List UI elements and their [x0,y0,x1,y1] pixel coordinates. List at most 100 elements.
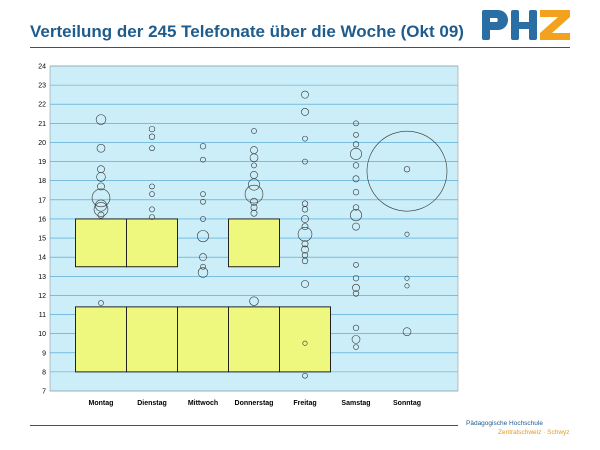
footer-location: Zentralschweiz · Schwyz [498,429,570,436]
bubble [250,197,258,206]
bubble [199,143,207,150]
bubble [301,215,309,223]
y-tick-label: 22 [38,102,46,109]
bubble [149,206,155,213]
bubble [301,108,309,116]
bubble [403,166,411,173]
y-tick-label: 21 [38,121,46,128]
x-tick-label: Freitag [293,400,316,407]
bubble [249,153,259,163]
bubble [200,263,206,270]
bubble [91,188,111,208]
time-box [177,306,229,373]
bubble [302,340,308,346]
bubble [148,125,156,133]
bubble [97,211,105,219]
phz-logo [482,10,570,40]
x-tick-label: Mittwoch [188,400,218,407]
bubble [251,162,257,169]
y-tick-label: 19 [38,159,46,166]
y-tick-label: 15 [38,236,46,243]
bubble [250,204,258,211]
bubble [200,156,206,163]
bubble [97,165,105,174]
time-box [279,306,331,373]
y-tick-label: 11 [39,312,46,319]
bubble [96,143,106,153]
bubble [404,275,410,281]
bubble [297,227,313,242]
time-box [228,218,280,268]
y-tick-label: 9 [42,350,46,357]
bubble [149,183,155,190]
bubble [200,191,206,197]
bubble [402,327,412,337]
y-tick-label: 10 [38,331,46,338]
boxes [75,218,331,373]
x-tick-label: Dienstag [137,400,167,407]
y-tick-label: 8 [42,369,46,376]
bubble [366,130,448,212]
bubble [199,253,207,262]
bubble [352,324,360,332]
bubbles [91,90,448,379]
bubble [404,231,410,237]
bubble [149,214,155,220]
bubble [97,182,105,191]
bubble [352,222,360,231]
bubble [404,283,410,289]
bubble [352,162,360,169]
y-tick-label: 14 [38,255,46,262]
bubble [200,198,206,205]
bubble [249,296,259,306]
x-tick-label: Donnerstag [235,400,274,407]
y-tick-label: 13 [38,274,46,281]
x-tick-label: Sonntag [393,400,421,407]
bubble [301,257,309,265]
bubble [93,202,109,217]
logo-p-icon [482,10,508,40]
bubble [200,216,206,222]
slide-title: Verteilung der 245 Telefonate über die W… [30,22,464,41]
bubble [98,300,104,306]
bubble [197,230,209,243]
bubble [149,191,155,197]
plot-frame [49,65,459,392]
bubble [302,372,308,379]
bubble [352,204,360,211]
bubble [95,114,107,125]
y-tick-label: 24 [38,64,46,71]
y-tick-label: 17 [38,197,46,204]
x-tick-label: Samstag [341,400,370,407]
bubble [302,158,308,165]
bubble [353,261,359,268]
bubble [352,283,360,292]
time-box [75,306,127,373]
bubble [301,90,309,99]
y-tick-label: 18 [38,178,46,185]
bubble [248,178,260,191]
footer-institution: Pädagogische Hochschule [466,420,543,427]
bubble [301,240,309,248]
bubble [350,147,362,160]
y-tick-label: 23 [38,83,46,90]
bubble [251,128,257,134]
bubble [352,175,360,183]
logo-h-icon [511,10,537,40]
bubble [148,133,156,140]
bubble [301,245,309,254]
bubble [149,145,155,152]
time-box [228,306,280,373]
bubble [352,189,360,196]
bubble [301,280,309,288]
bubble [353,344,359,350]
logo-z-icon [540,10,570,40]
bubble [301,223,309,230]
bubble [96,172,106,182]
bubble [352,275,360,282]
y-tick-label: 12 [38,293,46,300]
time-box [126,306,178,373]
bubble [250,209,258,217]
